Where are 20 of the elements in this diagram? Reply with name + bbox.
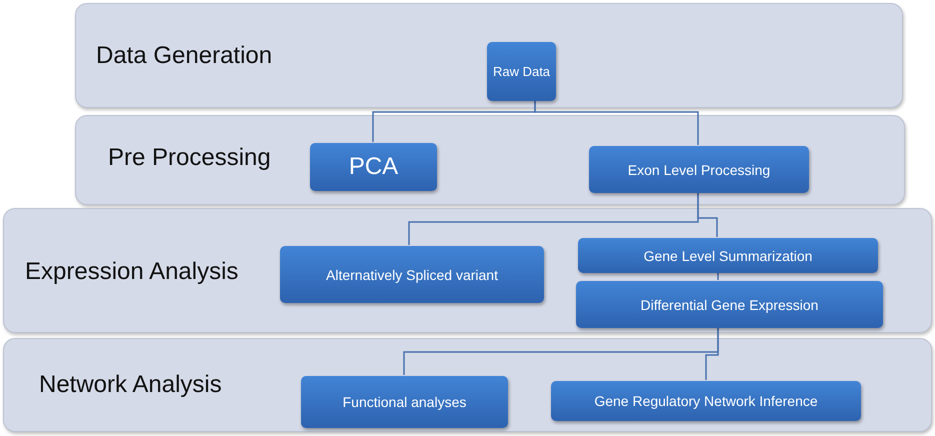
process-box: Raw Data	[487, 42, 556, 101]
stage-band	[3, 338, 932, 432]
process-box: Gene Regulatory Network Inference	[551, 381, 861, 421]
connector-line	[705, 327, 719, 380]
stage-band	[75, 115, 905, 205]
connector-line	[717, 272, 719, 280]
stage-heading: Expression Analysis	[25, 258, 238, 286]
process-box: PCA	[310, 143, 437, 191]
stage-heading: Network Analysis	[39, 371, 222, 399]
process-box: Alternatively Spliced variant	[280, 246, 544, 303]
process-box: Differential Gene Expression	[576, 281, 883, 328]
stage-band	[3, 208, 932, 333]
process-box: Functional analyses	[301, 376, 508, 428]
process-box: Exon Level Processing	[589, 146, 809, 193]
stage-heading: Data Generation	[96, 42, 272, 70]
process-box: Gene Level Summarization	[578, 238, 878, 273]
connector-line	[697, 192, 718, 237]
stage-heading: Pre Processing	[108, 144, 271, 172]
stage-band	[75, 3, 903, 108]
connector-line	[534, 100, 699, 145]
